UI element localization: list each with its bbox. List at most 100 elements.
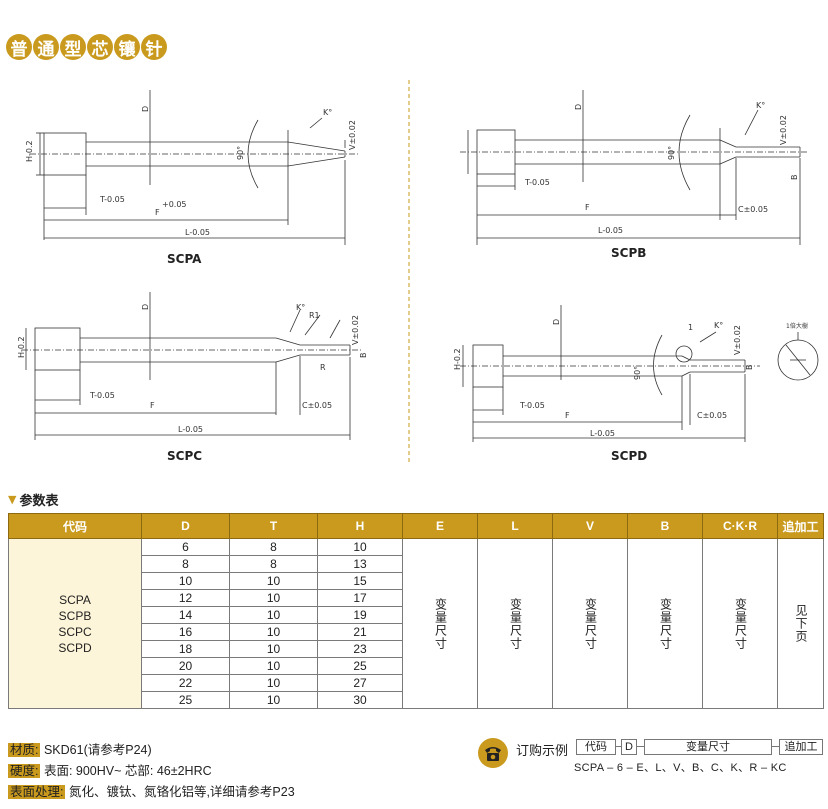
label-scpd: SCPD <box>611 449 647 463</box>
dim-l: L-0.05 <box>185 228 210 237</box>
cell-h: 30 <box>317 691 403 709</box>
material-value: SKD61(请参考P24) <box>40 743 152 757</box>
cell-t: 10 <box>229 606 318 624</box>
cell-d: 12 <box>141 589 230 607</box>
cell-h: 21 <box>317 623 403 641</box>
dim-d: D <box>141 106 150 112</box>
dim-t: T-0.05 <box>519 401 545 410</box>
th-e: E <box>402 513 478 539</box>
cell-d: 10 <box>141 572 230 590</box>
cell-t: 10 <box>229 623 318 641</box>
code-value: SCPB <box>58 608 92 623</box>
code-value: SCPA <box>59 592 91 607</box>
section-title: ▼ 参数表 <box>8 490 58 509</box>
th-l: L <box>477 513 553 539</box>
code-value: SCPD <box>58 640 92 655</box>
th-b: B <box>627 513 703 539</box>
dim-d: D <box>141 304 150 310</box>
cell-d: 6 <box>141 538 230 556</box>
cell-d: 16 <box>141 623 230 641</box>
cell-t: 10 <box>229 674 318 692</box>
cell-t: 10 <box>229 589 318 607</box>
order-box-extra: 追加工 <box>779 739 823 755</box>
th-d: D <box>141 513 230 539</box>
hardness-line: 硬度: 表面: 900HV~ 芯部: 46±2HRC <box>8 761 295 782</box>
dim-f: F <box>150 401 155 410</box>
dim-d: D <box>552 319 561 325</box>
notes: 材质: SKD61(请参考P24) 硬度: 表面: 900HV~ 芯部: 46±… <box>8 740 295 803</box>
dim-f: F <box>565 411 570 420</box>
surface-label: 表面处理: <box>8 785 66 799</box>
cell-v: 变量尺寸 <box>552 538 628 709</box>
cell-h: 17 <box>317 589 403 607</box>
title-char: 芯 <box>87 34 113 60</box>
cell-h: 23 <box>317 640 403 658</box>
th-v: V <box>552 513 628 539</box>
th-ckr: C·K·R <box>702 513 778 539</box>
cell-d: 22 <box>141 674 230 692</box>
order-box-d: D <box>621 739 637 755</box>
th-t: T <box>229 513 318 539</box>
order-box-code: 代码 <box>576 739 616 755</box>
label-scpb: SCPB <box>611 246 646 260</box>
dim-v: V±0.02 <box>351 315 360 345</box>
label-scpc: SCPC <box>167 449 202 463</box>
order-title: 订购示例 <box>516 743 569 758</box>
order-box-variable: 变量尺寸 <box>644 739 772 755</box>
dim-k: K° <box>714 321 723 330</box>
cell-d: 14 <box>141 606 230 624</box>
th-code: 代码 <box>8 513 142 539</box>
th-h: H <box>317 513 403 539</box>
dim-k: K° <box>296 303 305 312</box>
dim-1: 1 <box>688 323 693 332</box>
dim-f: F <box>585 203 590 212</box>
cell-d: 18 <box>141 640 230 658</box>
order-connector <box>615 746 621 747</box>
dim-l: L-0.05 <box>598 226 623 235</box>
cell-l: 变量尺寸 <box>477 538 553 709</box>
dim-c: C±0.05 <box>738 205 768 214</box>
drawing-scpd <box>460 305 819 442</box>
dim-b: B <box>359 353 368 359</box>
dim-h: H-0.2 <box>453 348 462 370</box>
section-title-text: 参数表 <box>19 494 59 509</box>
cell-extra: 见下页 <box>777 538 824 709</box>
table-row: SCPA SCPB SCPC SCPD 6 8 10 变量尺寸 变量尺寸 变量尺… <box>8 538 824 709</box>
title-char: 针 <box>141 34 167 60</box>
dim-h: H-0.2 <box>25 140 34 162</box>
material-line: 材质: SKD61(请参考P24) <box>8 740 295 761</box>
cell-t: 10 <box>229 657 318 675</box>
cell-b: 变量尺寸 <box>627 538 703 709</box>
dim-v: V±0.02 <box>779 115 788 145</box>
table-header-row: 代码 D T H E L V B C·K·R 追加工 <box>8 513 824 539</box>
cell-d: 8 <box>141 555 230 573</box>
dim-f: F <box>155 208 160 217</box>
title-char: 通 <box>33 34 59 60</box>
triangle-down-icon: ▼ <box>8 493 17 506</box>
code-cell: SCPA SCPB SCPC SCPD <box>8 538 142 709</box>
dim-h: H-0.2 <box>17 336 26 358</box>
title-char: 型 <box>60 34 86 60</box>
cell-d: 25 <box>141 691 230 709</box>
material-label: 材质: <box>8 743 41 757</box>
cell-h: 19 <box>317 606 403 624</box>
dim-90: 90° <box>236 146 245 160</box>
cell-t: 10 <box>229 691 318 709</box>
dim-t: T-0.05 <box>99 195 125 204</box>
dim-l: L-0.05 <box>590 429 615 438</box>
phone-icon <box>478 738 508 768</box>
hardness-value: 表面: 900HV~ 芯部: 46±2HRC <box>40 764 212 778</box>
order-connector <box>636 746 644 747</box>
dim-90: 90° <box>667 146 676 160</box>
cell-e: 变量尺寸 <box>402 538 478 709</box>
label-scpa: SCPA <box>167 252 202 266</box>
dim-d: D <box>574 104 583 110</box>
title-char: 镶 <box>114 34 140 60</box>
surface-value: 氮化、镀钛、氮铬化铝等,详细请参考P23 <box>65 785 295 799</box>
